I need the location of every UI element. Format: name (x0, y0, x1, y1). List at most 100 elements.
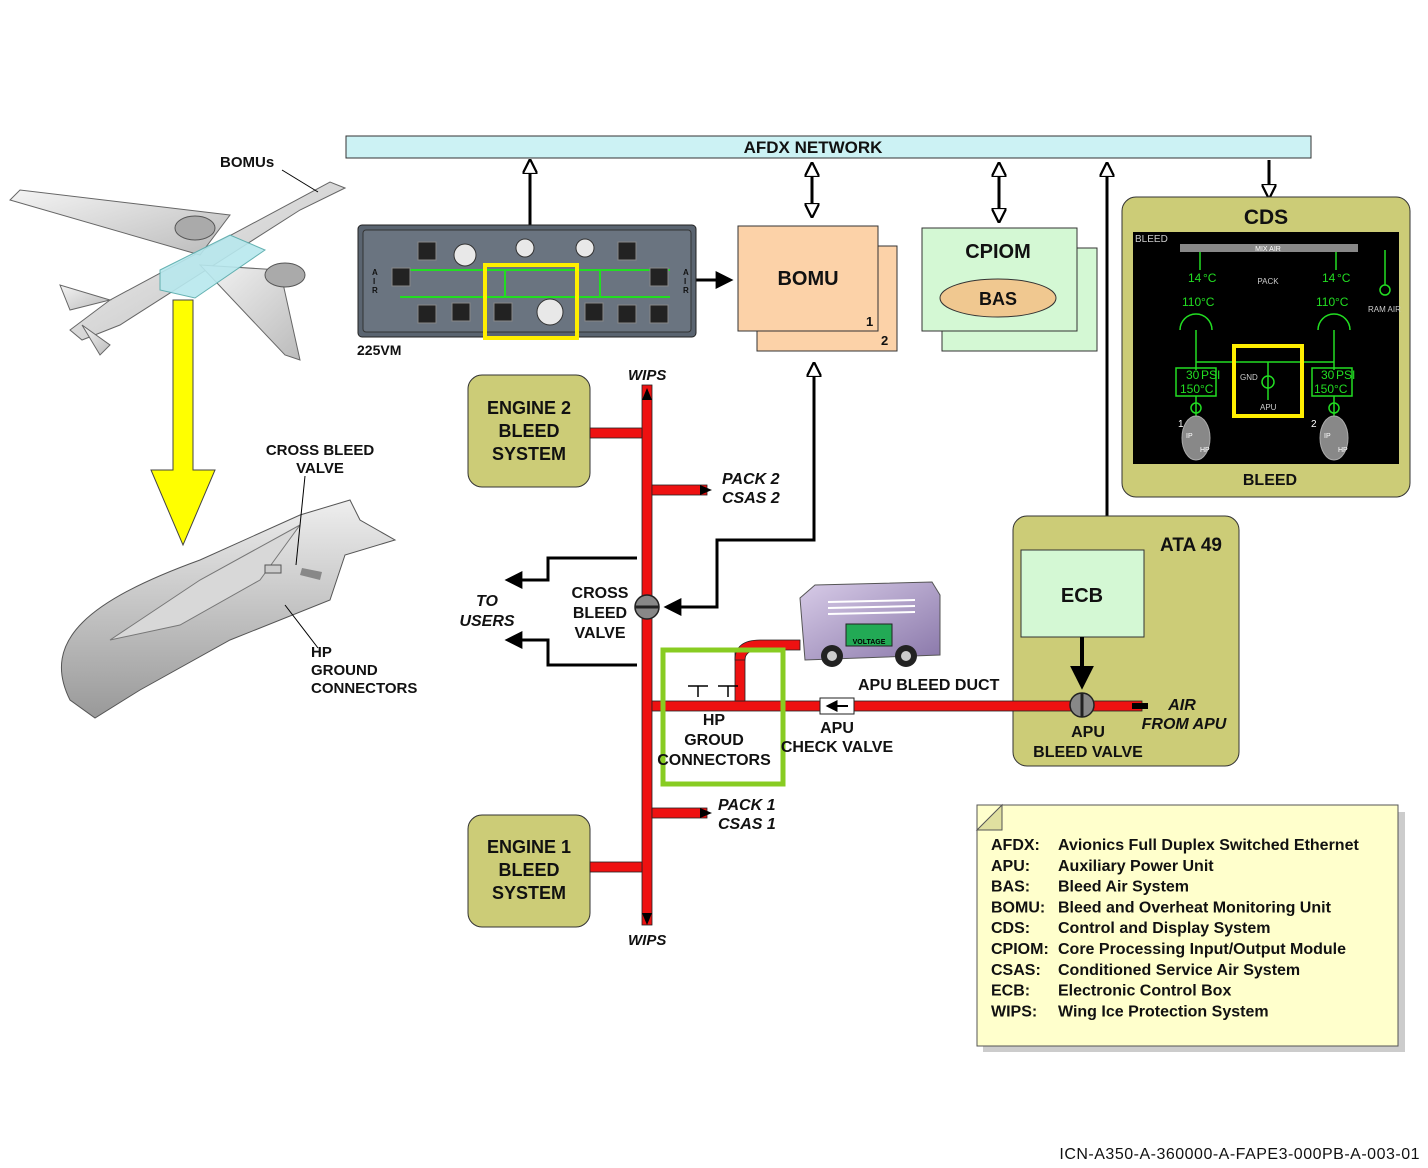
legend-abbr: WIPS: (991, 1003, 1037, 1020)
afdx-network-label: AFDX NETWORK (744, 138, 884, 157)
cds-pack: PACK (1257, 277, 1279, 286)
engine1-l2: BLEED (498, 860, 559, 880)
cds-temp-unit-l1: °C (1203, 271, 1217, 285)
air-from-apu-l2: FROM APU (1142, 716, 1227, 733)
cds-left-psi: 30 (1186, 368, 1200, 382)
cds-ram-air: RAM AIR (1368, 305, 1401, 314)
legend-definition: Control and Display System (1058, 920, 1271, 937)
wips-bottom: WIPS (628, 932, 666, 949)
users-lines (504, 365, 814, 667)
bomus-label: BOMUs (220, 154, 274, 171)
panel-label: 225VM (357, 342, 401, 358)
cds-footer: BLEED (1243, 472, 1297, 489)
cds-page-label: BLEED (1135, 234, 1168, 245)
figure-reference: ICN-A350-A-360000-A-FAPE3-000PB-A-003-01 (1059, 1146, 1420, 1163)
aircraft-illustration: BOMUs (9, 154, 347, 361)
abbreviation-legend: AFDX: Avionics Full Duplex Switched Ether… (975, 803, 1405, 1052)
apu-bleed-duct: APU BLEED DUCT (858, 677, 1000, 694)
legend-definition: Auxiliary Power Unit (1058, 858, 1214, 875)
svg-text:A: A (683, 268, 689, 277)
pack1-l1: PACK 1 (718, 797, 776, 814)
cds-temp-unit-r3: °C (1334, 382, 1348, 396)
pack2-l2: CSAS 2 (722, 490, 780, 507)
cds-apu: APU (1260, 403, 1277, 412)
cart-label: VOLTAGE (853, 639, 886, 646)
legend-abbr: CPIOM: (991, 941, 1049, 958)
cds-temp-unit-l3: °C (1200, 382, 1214, 396)
bomu-unit: BOMU 1 2 (737, 225, 898, 352)
belly-fairing-illustration: CROSS BLEED VALVE HP GROUND CONNECTORS (60, 442, 417, 719)
engine-1-bleed-system: ENGINE 1 BLEED SYSTEM (467, 814, 591, 928)
apu-bleed-valve-l2: BLEED VALVE (1033, 744, 1143, 761)
cds-right-psi: 30 (1321, 368, 1335, 382)
hp-ground-left-l3: CONNECTORS (311, 680, 417, 697)
legend-abbr: APU: (991, 858, 1030, 875)
apu-check-valve-symbol (819, 697, 855, 715)
cross-bleed-l2: BLEED (573, 605, 627, 622)
legend-definition: Electronic Control Box (1058, 983, 1231, 1000)
legend-definition: Avionics Full Duplex Switched Ethernet (1058, 837, 1359, 854)
cross-bleed-l3: VALVE (575, 625, 626, 642)
engine2-l2: BLEED (498, 421, 559, 441)
hp-ground-l2: GROUD (684, 732, 744, 749)
cds-display: CDS BLEED MIX AIR PACK 14 14 (1121, 196, 1411, 498)
bomu-label: BOMU (777, 268, 838, 290)
hp-ground-highlight (660, 647, 786, 787)
bomu-unit-2: 2 (881, 333, 888, 348)
legend-abbr: CDS: (991, 920, 1030, 937)
apu-check-valve-l1: APU (820, 720, 854, 737)
svg-text:I: I (684, 277, 686, 286)
legend-abbr: BOMU: (991, 899, 1045, 916)
cds-temp-unit-l2: °C (1201, 295, 1215, 309)
apu-bleed-valve-l1: APU (1071, 724, 1105, 741)
legend-definition: Conditioned Service Air System (1058, 962, 1300, 979)
panel-side-left: A (372, 268, 378, 277)
legend-definition: Bleed Air System (1058, 879, 1189, 896)
afdx-network-bar: AFDX NETWORK (345, 135, 1312, 159)
hp-ground-l3: CONNECTORS (657, 752, 771, 769)
cross-bleed-l1: CROSS (572, 585, 629, 602)
zoom-arrow (150, 299, 216, 547)
cds-right-temp2: 110 (1316, 295, 1335, 309)
cds-left-temp: 14 (1188, 271, 1202, 285)
air-from-apu-l1: AIR (1167, 697, 1196, 714)
svg-text:I: I (373, 277, 375, 286)
wips-top: WIPS (628, 367, 666, 384)
legend-definition: Core Processing Input/Output Module (1058, 941, 1346, 958)
apu-check-valve-l2: CHECK VALVE (781, 739, 894, 756)
hp-ground-l1: HP (703, 712, 726, 729)
legend-abbr: AFDX: (991, 837, 1040, 854)
bas-label: BAS (979, 289, 1017, 309)
ground-cart: VOLTAGE (799, 581, 941, 667)
engine2-l1: ENGINE 2 (487, 398, 571, 418)
legend-abbr: BAS: (991, 879, 1030, 896)
cds-temp-unit-r1: °C (1337, 271, 1351, 285)
cds-mix-air: MIX AIR (1255, 246, 1281, 253)
cds-right-c: 150 (1314, 382, 1334, 396)
cds-left-c: 150 (1180, 382, 1200, 396)
cpiom-unit: CPIOM BAS (921, 227, 1098, 352)
cds-right-temp: 14 (1322, 271, 1336, 285)
hp-ground-left-l2: GROUND (311, 662, 378, 679)
cds-temp-unit-r2: °C (1335, 295, 1349, 309)
cds-hp-l: HP (1200, 447, 1210, 454)
engine-2-bleed-system: ENGINE 2 BLEED SYSTEM (467, 374, 591, 488)
network-arrows (530, 160, 1269, 535)
legend-abbr: ECB: (991, 983, 1030, 1000)
engine1-l1: ENGINE 1 (487, 837, 571, 857)
to-users-l2: USERS (459, 613, 514, 630)
hp-ground-connectors-symbol (688, 685, 738, 697)
legend-abbr: CSAS: (991, 962, 1041, 979)
cds-eng2: 2 (1311, 419, 1317, 430)
pack1-l2: CSAS 1 (718, 816, 776, 833)
engine1-l3: SYSTEM (492, 883, 566, 903)
cds-psi-unit-r: PSI (1336, 368, 1355, 382)
cds-ip-l: IP (1186, 433, 1193, 440)
cross-bleed-left-l1: CROSS BLEED (266, 442, 375, 459)
svg-text:R: R (372, 286, 378, 295)
hp-ground-left-l1: HP (311, 644, 332, 661)
svg-text:R: R (683, 286, 689, 295)
cds-ip-r: IP (1324, 433, 1331, 440)
cds-hp-r: HP (1338, 447, 1348, 454)
